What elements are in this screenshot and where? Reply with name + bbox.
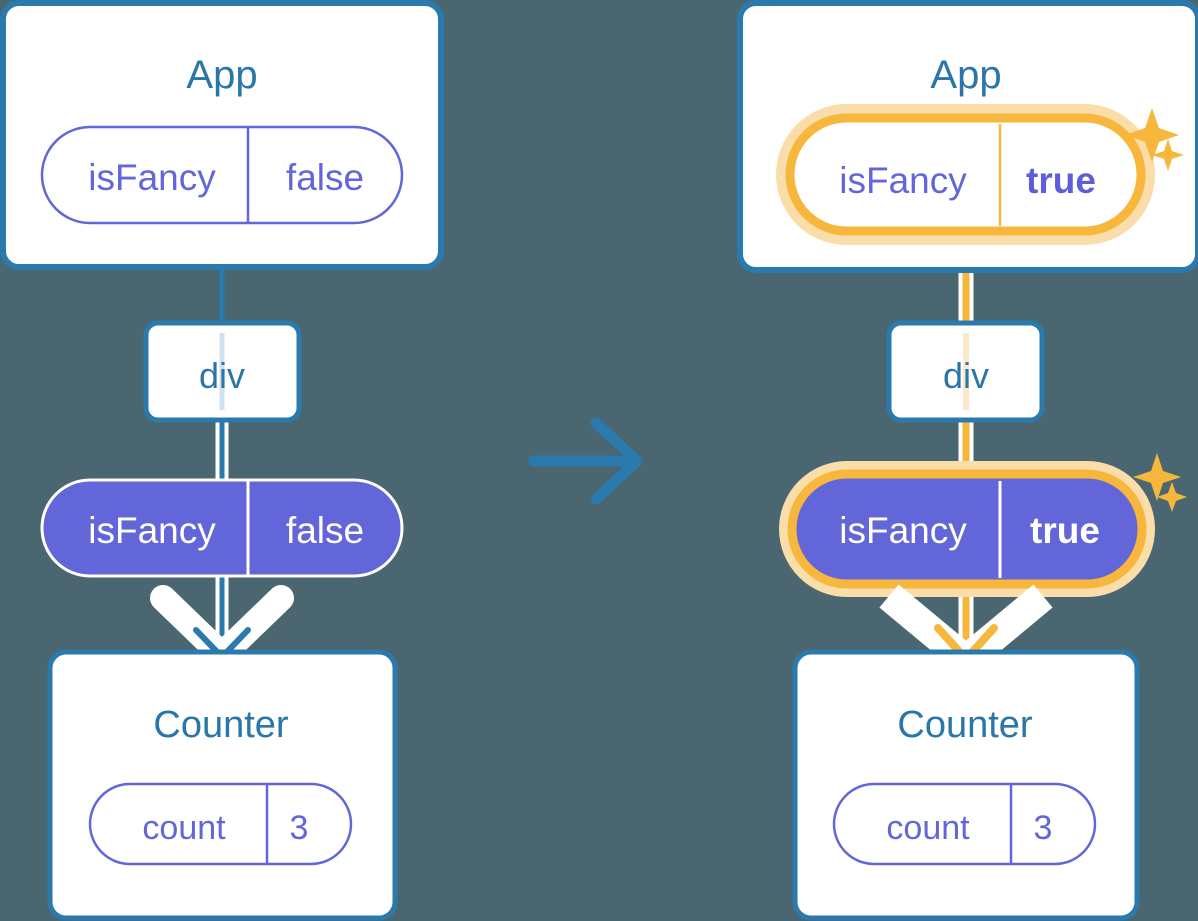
panel-after: App isFancy true div isFancy true	[737, 0, 1198, 921]
card-counter-title-after: Counter	[897, 704, 1033, 746]
state-pill-key-app-after: isFancy	[839, 160, 967, 201]
prop-pill-value-before: false	[286, 510, 364, 551]
sparkle-small-icon	[1157, 482, 1187, 512]
prop-pill-key-after: isFancy	[839, 510, 967, 551]
state-pill-key-counter-after: count	[886, 809, 970, 847]
state-pill-counter-after	[832, 782, 1097, 866]
state-pill-value-counter-before: 3	[290, 809, 309, 847]
prop-pill-after	[787, 469, 1147, 589]
sparkle-large-icon	[1133, 453, 1181, 501]
card-counter-title-before: Counter	[153, 704, 289, 746]
panel-before: App isFancy false div isFancy false Coun…	[0, 0, 444, 921]
sparkle-large-icon	[1125, 108, 1179, 162]
state-pill-value-counter-after: 3	[1034, 809, 1053, 847]
sparkle-icon-app-after	[1125, 108, 1184, 171]
prop-pill-before	[40, 478, 404, 578]
state-pill-key-app-before: isFancy	[88, 157, 216, 198]
card-app-title-after: App	[930, 53, 1001, 97]
state-pill-app-after-glow	[776, 104, 1155, 245]
prop-pill-after-glow	[779, 461, 1155, 597]
state-pill-app-before	[40, 125, 404, 225]
state-pill-value-app-after: true	[1026, 160, 1096, 201]
prop-pill-key-before: isFancy	[88, 510, 216, 551]
card-app-title-before: App	[186, 53, 257, 97]
state-pill-value-app-before: false	[286, 157, 364, 198]
right-arrow-head	[590, 417, 643, 505]
state-pill-app-after	[785, 113, 1146, 236]
dom-node-div-label-before: div	[199, 355, 245, 396]
sparkle-small-icon	[1152, 139, 1184, 171]
dom-node-div-label-after: div	[943, 355, 989, 396]
state-pill-counter-before	[88, 782, 353, 866]
prop-pill-value-after: true	[1030, 510, 1100, 551]
sparkle-icon-prop-after	[1133, 453, 1187, 512]
state-pill-key-counter-before: count	[142, 809, 226, 847]
transition-arrow	[528, 417, 643, 505]
